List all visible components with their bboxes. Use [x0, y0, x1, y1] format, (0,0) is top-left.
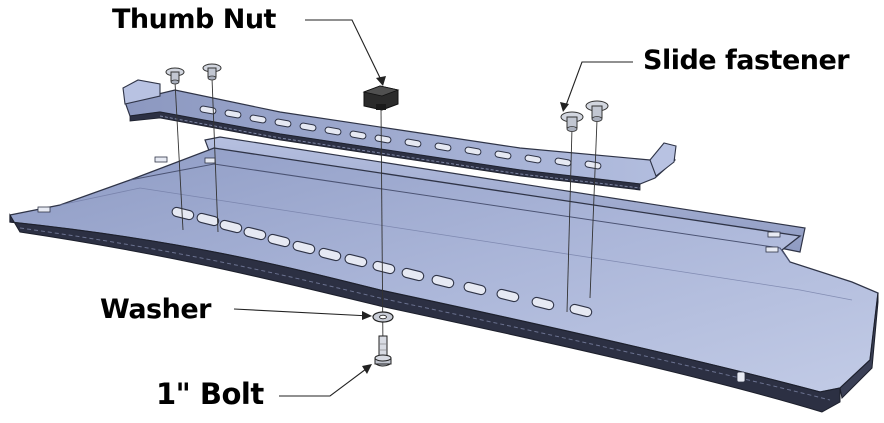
strip-slot [324, 126, 342, 136]
plate-slot [318, 247, 342, 262]
bolt-leader [279, 365, 371, 397]
thumb-nut-arrowhead [376, 76, 386, 86]
plate-slot [569, 303, 593, 318]
thumb-nut-leader [305, 19, 384, 85]
alignment-line [211, 77, 219, 233]
plate-slot [344, 253, 368, 268]
strip-slot [249, 114, 267, 124]
strip-edge-texture [159, 115, 641, 189]
washer-arrowhead [362, 311, 372, 320]
strip-left-tab [122, 79, 161, 105]
plate-slot [243, 226, 267, 241]
base-plate [9, 136, 879, 413]
alignment-line [589, 119, 598, 299]
slide-fastener-label: Slide fastener [643, 45, 850, 76]
plate-face [9, 147, 879, 393]
alignment-lines [174, 77, 598, 353]
plate-fold-line-lower [59, 187, 853, 301]
alignment-line [380, 107, 384, 353]
plate-right-edge [839, 292, 879, 400]
plate-slot [196, 212, 220, 227]
plate-hole-6 [204, 157, 216, 164]
slide-fastener-icon [202, 63, 222, 81]
plate-hole-4 [37, 206, 51, 213]
plate-slot [463, 281, 487, 296]
slide-strip [122, 79, 677, 191]
washer-icon [372, 311, 394, 323]
strip-slot [224, 109, 242, 119]
plate-slot [401, 267, 425, 282]
strip-slot [494, 150, 512, 160]
thumb-nut-icon [362, 85, 400, 111]
slide-fastener-icon [560, 111, 584, 132]
strip-edge [129, 111, 641, 191]
plate-front-edge [9, 213, 841, 413]
strip-slot [404, 138, 422, 148]
plate-hole-1 [767, 231, 781, 238]
strip-slot [349, 130, 367, 140]
strip-slot [584, 160, 602, 170]
plate-slot [531, 296, 555, 311]
strip-slot [199, 105, 217, 115]
bolt-arrowhead [362, 364, 372, 374]
bolt-label: 1" Bolt [156, 377, 264, 411]
plate-slot [431, 274, 455, 289]
slide-fastener-icon [165, 67, 185, 85]
bolt-icon [374, 335, 392, 367]
strip-slot [524, 154, 542, 164]
plate-hole-2 [765, 246, 779, 253]
plate-fold-line [129, 163, 791, 263]
strip-right-tab [649, 142, 677, 177]
washer-leader [233, 308, 371, 317]
plate-hole-5 [154, 156, 168, 163]
strip-slot [374, 134, 392, 144]
leader-arrowheads [362, 76, 569, 374]
plate-slot-row [171, 206, 593, 318]
alignment-line [174, 81, 184, 231]
slide-fastener-icon [585, 100, 609, 122]
plate-slot [267, 233, 291, 248]
leader-lines [233, 19, 633, 397]
slide-fasteners [165, 63, 609, 132]
alignment-line [566, 127, 573, 313]
slide-fastener-arrowhead [560, 102, 569, 112]
plate-edge-texture [19, 227, 831, 401]
plate-slot [292, 240, 316, 255]
thumb-nut-label: Thumb Nut [112, 4, 276, 35]
strip-slot-row [199, 105, 602, 170]
strip-slot [274, 118, 292, 128]
slide-fastener-leader [564, 61, 633, 109]
strip-slot [299, 122, 317, 132]
plate-slot [496, 288, 520, 303]
plate-slot [219, 219, 243, 234]
strip-slot [464, 146, 482, 156]
plate-hole-3 [736, 371, 746, 383]
plate-slot [171, 206, 195, 221]
washer-label: Washer [100, 294, 211, 325]
strip-slot [434, 142, 452, 152]
